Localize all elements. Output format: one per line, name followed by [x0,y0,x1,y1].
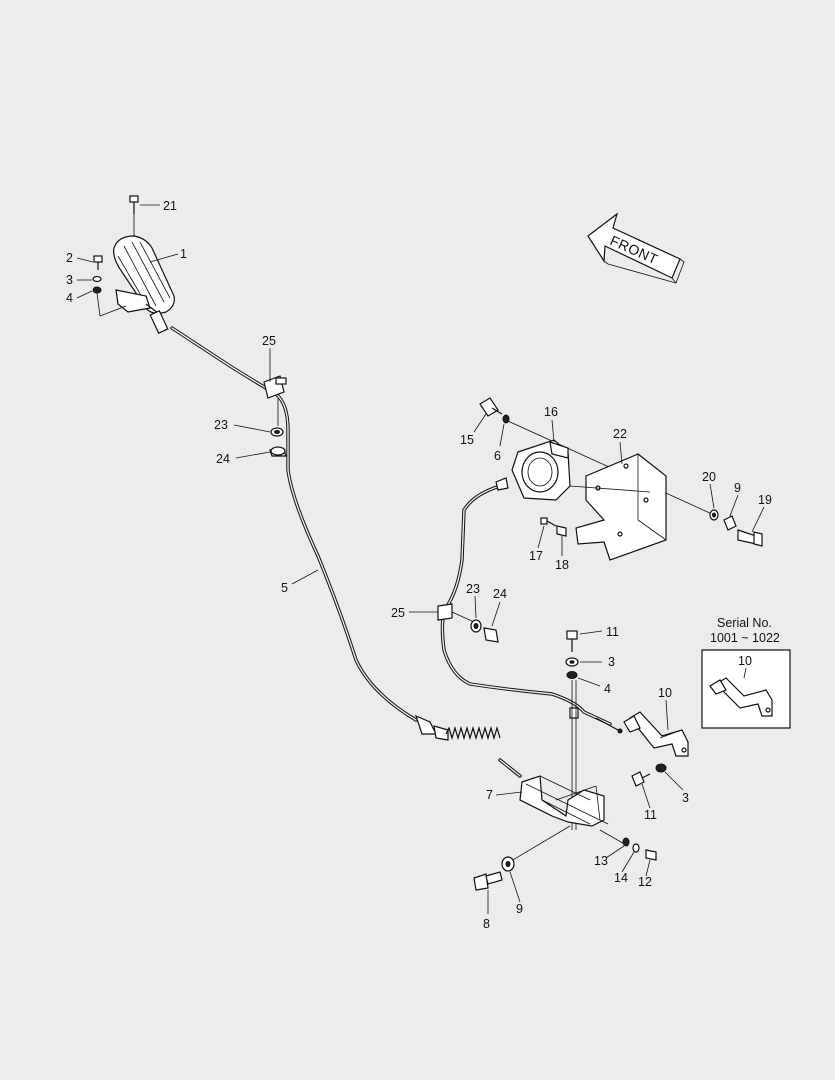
label-25-upper: 25 [262,334,276,348]
bracket-7 [519,775,609,827]
label-19: 19 [758,493,772,507]
accelerator-pedal [92,195,175,334]
front-direction-arrow: FRONT [587,212,685,284]
label-21: 21 [163,199,177,213]
label-3-lower: 3 [682,791,689,805]
serial-box-title: Serial No. [717,616,772,630]
bolt-washers-bottom [473,825,657,891]
label-18: 18 [555,558,569,572]
label-11-upper: 11 [606,625,619,639]
serial-box-part-label: 10 [738,654,752,668]
label-13: 13 [594,854,608,868]
bolt-washer-lower [631,763,667,787]
label-17: 17 [529,549,543,563]
lever-10 [623,711,689,757]
throttle-sensor-assembly [479,397,763,561]
leader-lines [76,204,765,914]
label-9-lower: 9 [516,902,523,916]
throttle-cable-5 [170,326,522,778]
label-3-middle: 3 [608,655,615,669]
label-15: 15 [460,433,474,447]
label-11-lower: 11 [644,808,657,822]
sensor-cable [437,477,623,734]
callout-labels: 21 1 2 3 4 25 23 24 5 15 6 16 22 20 9 19… [66,199,772,931]
label-23-upper: 23 [214,418,228,432]
label-10: 10 [658,686,672,700]
label-4-upper-left: 4 [66,291,73,305]
label-16: 16 [544,405,558,419]
label-22: 22 [613,427,627,441]
label-4-middle: 4 [604,682,611,696]
label-12: 12 [638,875,652,889]
serial-box-range: 1001 ~ 1022 [710,631,780,645]
label-20: 20 [702,470,716,484]
label-23-lower: 23 [466,582,480,596]
label-7: 7 [486,788,493,802]
label-2: 2 [66,251,73,265]
label-5: 5 [281,581,288,595]
label-24-upper: 24 [216,452,230,466]
label-25-lower: 25 [391,606,405,620]
serial-number-inset: Serial No. 1001 ~ 1022 10 [701,616,791,729]
label-9-upper: 9 [734,481,741,495]
washer-and-nut-upper [269,398,287,457]
label-3-upper-left: 3 [66,273,73,287]
label-24-lower: 24 [493,587,507,601]
label-8: 8 [483,917,490,931]
label-14: 14 [614,871,628,885]
label-1: 1 [180,247,187,261]
label-6: 6 [494,449,501,463]
